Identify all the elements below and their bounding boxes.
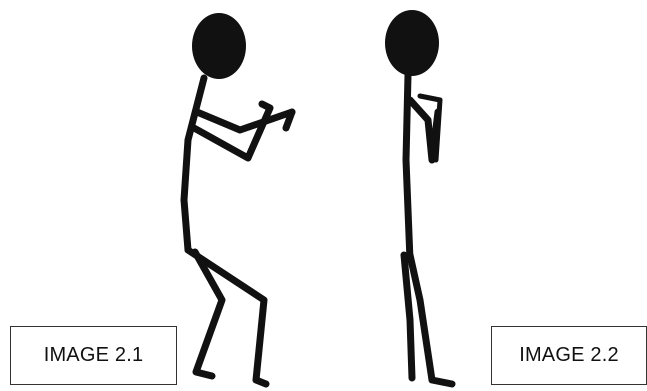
figure-2-head [385, 10, 439, 76]
stick-figure-crouched [184, 13, 292, 384]
caption-image-2-1: IMAGE 2.1 [10, 326, 177, 385]
figure-1-arm-near [197, 112, 292, 130]
stick-figure-upright [385, 10, 452, 384]
figure-1-head [192, 13, 246, 79]
figure-2-leg-near [410, 255, 452, 384]
caption-image-2-1-text: IMAGE 2.1 [44, 344, 144, 367]
figure-2-arm [410, 100, 438, 160]
figure-1-torso [184, 78, 204, 250]
caption-image-2-2-text: IMAGE 2.2 [519, 344, 619, 367]
caption-image-2-2: IMAGE 2.2 [491, 326, 647, 385]
